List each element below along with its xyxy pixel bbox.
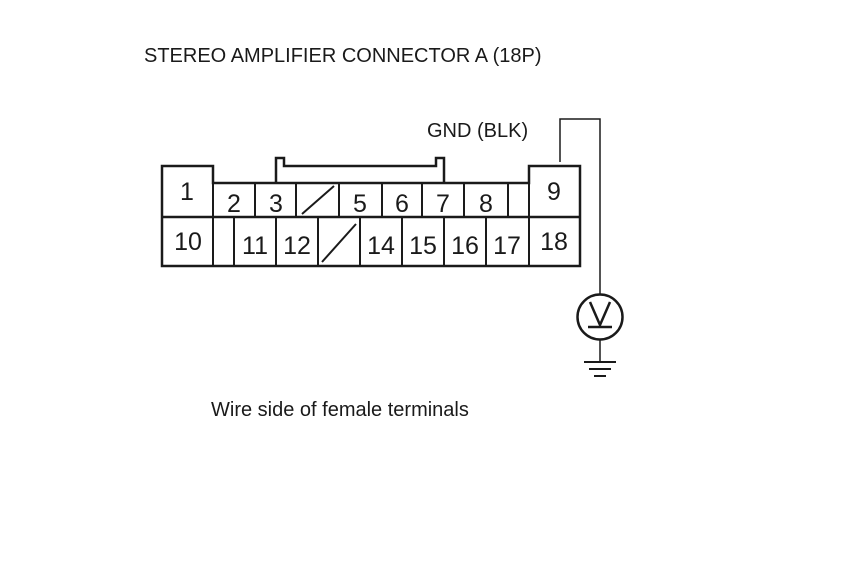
terminal-18: 18 — [540, 228, 568, 256]
terminal-14: 14 — [367, 232, 395, 260]
terminal-5: 5 — [353, 190, 367, 218]
terminal-2: 2 — [227, 190, 241, 218]
terminal-6: 6 — [395, 190, 409, 218]
terminal-17: 17 — [493, 232, 521, 260]
ground-icon — [584, 361, 616, 377]
probe-wire — [559, 118, 601, 362]
terminal-10: 10 — [174, 228, 202, 256]
diagram-title: STEREO AMPLIFIER CONNECTOR A (18P) — [144, 45, 542, 67]
diagram-caption: Wire side of female terminals — [211, 399, 469, 421]
probe-label: GND (BLK) — [427, 120, 528, 142]
terminal-11: 11 — [242, 232, 268, 260]
terminal-9: 9 — [547, 178, 561, 206]
terminal-3: 3 — [269, 190, 283, 218]
voltmeter-icon — [576, 293, 624, 341]
cell-dividers — [212, 166, 530, 266]
terminal-16: 16 — [451, 232, 479, 260]
terminal-12: 12 — [283, 232, 311, 260]
terminal-15: 15 — [409, 232, 437, 260]
terminal-1: 1 — [180, 178, 194, 206]
terminal-8: 8 — [479, 190, 493, 218]
terminal-7: 7 — [436, 190, 450, 218]
terminal-numbers: 1 2 3 5 6 7 8 9 10 11 12 14 15 16 17 18 — [174, 178, 568, 260]
